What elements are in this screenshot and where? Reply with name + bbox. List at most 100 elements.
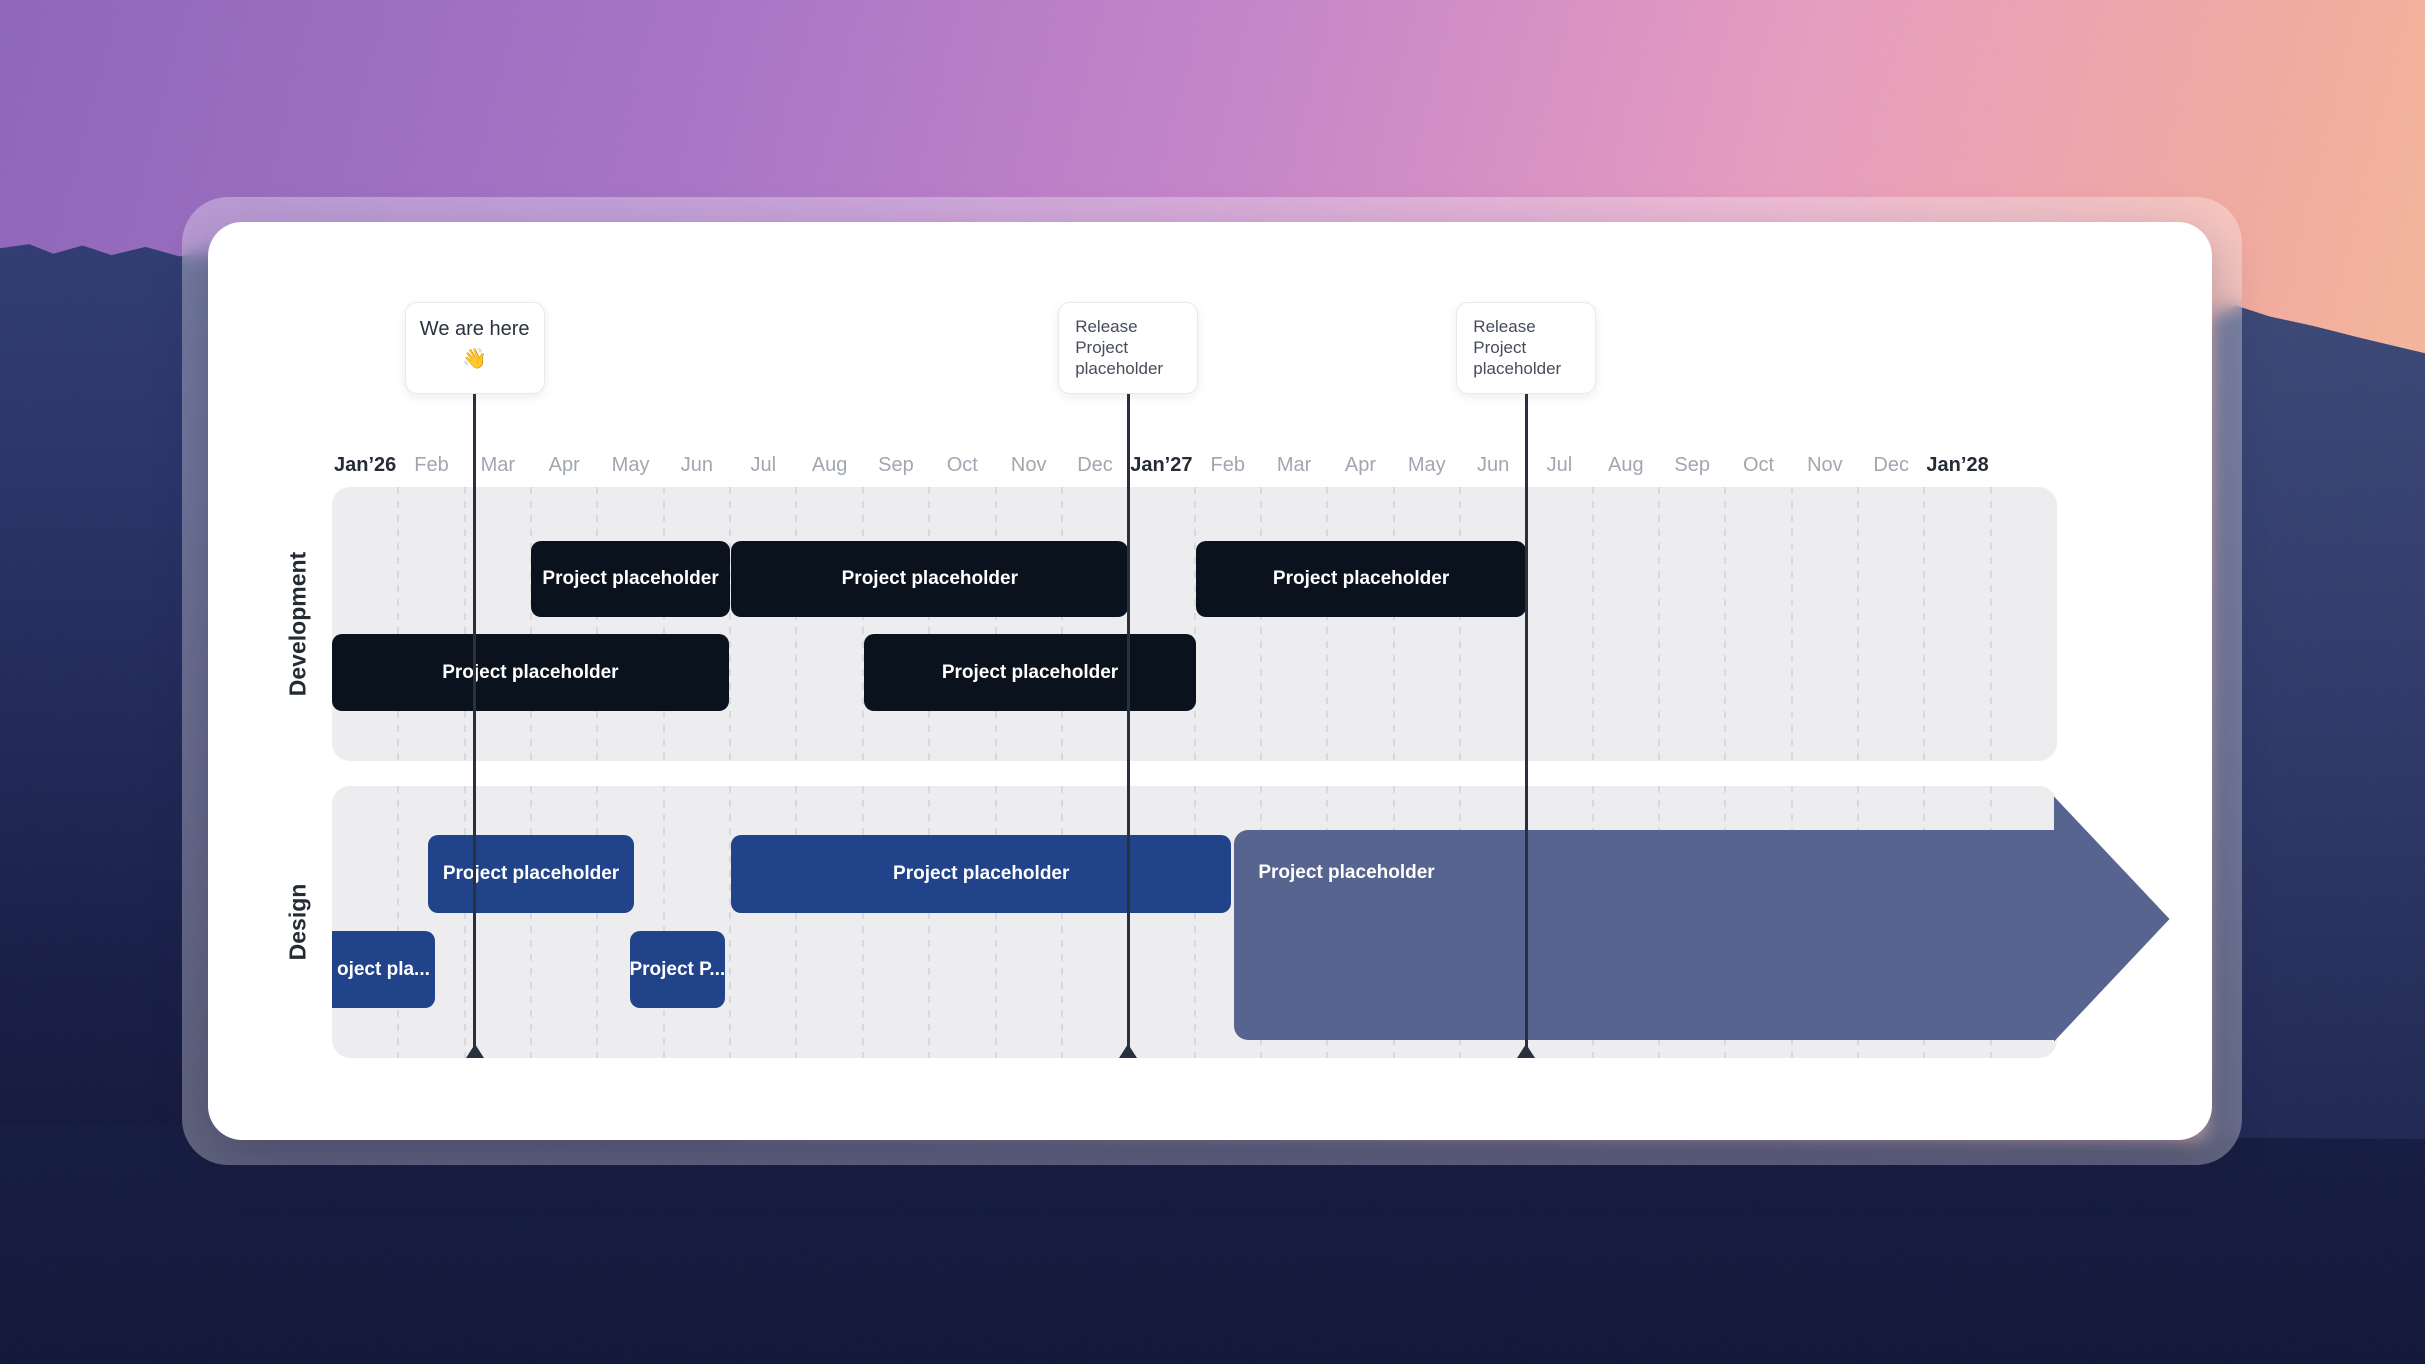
month-label: Nov [1010,454,1047,476]
month-gridline [1923,487,1926,761]
month-label: May [611,454,650,476]
month-label: Mar [1276,454,1312,476]
month-gridline [530,487,533,761]
swimlane-label: Design [284,883,311,961]
gantt-bar-label: Project P... [629,958,726,980]
milestone-label: We are here [419,318,530,340]
month-gridline [1458,487,1461,761]
month-gridline [397,487,400,761]
milestone-label: Release Project placeholder [1473,317,1562,379]
gantt-bar[interactable]: oject pla... [332,931,435,1008]
month-gridline [861,487,864,761]
month-gridline [1060,786,1063,1058]
month-label: Feb [1210,454,1245,476]
milestone-card[interactable]: Release Project placeholder [1456,302,1597,394]
gantt-bar-label: Project placeholder [941,661,1119,683]
month-label: Apr [548,454,580,476]
month-gridline [795,487,798,761]
month-label: Sep [1674,454,1710,476]
gantt-bar-label: Project placeholder [542,568,719,589]
gantt-bar[interactable]: Project placeholder [1195,541,1527,617]
month-gridline [994,487,997,761]
month-label: Jun [680,454,714,476]
month-gridline [1326,487,1329,761]
gantt-bar[interactable]: Project placeholder [531,541,731,617]
milestone-line [1126,394,1130,1058]
month-gridline [463,487,466,761]
month-gridline [1790,487,1793,761]
swimlane-label: Development [284,551,311,697]
month-gridline [1658,487,1660,761]
roadmap-card: Jan’26 Feb Mar Apr May Jun Jul Aug Sep Oct Nov Dec J… [208,222,2212,1140]
month-gridline [861,786,864,1058]
gantt-bar-label: Project placeholder [442,661,619,683]
gantt-bar[interactable]: Project placeholder [428,835,634,913]
month-label: Mar [480,454,516,476]
month-label: Aug [811,454,848,476]
gantt-bar[interactable]: Project P... [629,931,726,1008]
milestone-label: Release Project placeholder [1075,317,1164,379]
month-gridline [463,786,466,1058]
gantt-bar-label: Project placeholder [841,568,1018,589]
month-label: Oct [1742,454,1775,476]
month-label: Jul [1546,454,1573,476]
gantt-bar[interactable]: Project placeholder [332,634,729,711]
milestone-card[interactable]: We are here 👋 [404,302,545,394]
milestone-marker-triangle [465,1044,484,1058]
milestone-line [473,394,477,1058]
month-gridline [994,786,997,1058]
month-label: Nov [1807,454,1843,476]
gantt-bar[interactable]: Project placeholder [731,835,1232,913]
gantt-bar[interactable]: Project placeholder [1234,796,2170,1042]
milestone-card[interactable]: Release Project placeholder [1058,302,1199,394]
month-label: Jan’28 [1926,454,1989,476]
month-gridline [1193,487,1196,761]
month-gridline [729,786,732,1058]
gantt-bar[interactable]: Project placeholder [731,541,1129,617]
month-label: Jan’27 [1130,454,1193,476]
gantt-bar-label: Project placeholder [442,863,620,884]
month-gridline [662,786,665,1058]
month-gridline [1724,487,1727,761]
month-gridline [1989,487,1992,761]
month-gridline [1060,487,1063,761]
month-gridline [1392,487,1395,761]
swimlane-design: Design Project placeholder Project placeho… [285,786,2170,1058]
month-label: Jan’26 [334,454,397,476]
month-gridline [928,487,931,761]
milestone-line [1524,394,1528,1058]
month-label: Oct [946,454,978,476]
month-gridline [596,786,599,1058]
month-label: Dec [1077,454,1113,476]
gantt-bar-label: Project placeholder [1272,568,1450,589]
month-label: Sep [878,454,914,476]
milestone-marker-triangle [1119,1044,1138,1058]
month-gridline [795,786,798,1058]
month-gridline [397,786,400,1058]
month-label: Jul [750,454,777,476]
month-gridline [662,487,665,761]
waving-hand-emoji: 👋 [462,348,488,370]
month-gridline [530,786,533,1058]
milestone-marker-triangle [1517,1044,1536,1058]
month-label: Jun [1476,454,1510,476]
month-gridline [1259,487,1262,761]
month-gridline [928,786,931,1058]
month-label: Apr [1344,454,1376,476]
month-gridline [1591,487,1594,761]
month-label: Aug [1608,454,1644,476]
gantt-bar-label: Project placeholder [893,863,1070,884]
month-label: Dec [1873,454,1909,476]
month-label: May [1407,454,1446,476]
timeline-month-axis: Jan’26 Feb Mar Apr May Jun Jul Aug Sep Oct Nov Dec J… [332,450,2057,480]
gantt-bar[interactable]: Project placeholder [864,634,1196,711]
month-gridline [596,487,599,761]
arrow-head-shape [2053,796,2170,1042]
month-gridline [1857,487,1860,761]
month-label: Feb [414,454,449,476]
gantt-bar-label: oject pla... [336,958,430,980]
month-gridline [1193,786,1196,1058]
month-gridline [729,487,732,761]
gantt-bar-label: Project placeholder [1258,862,1435,883]
